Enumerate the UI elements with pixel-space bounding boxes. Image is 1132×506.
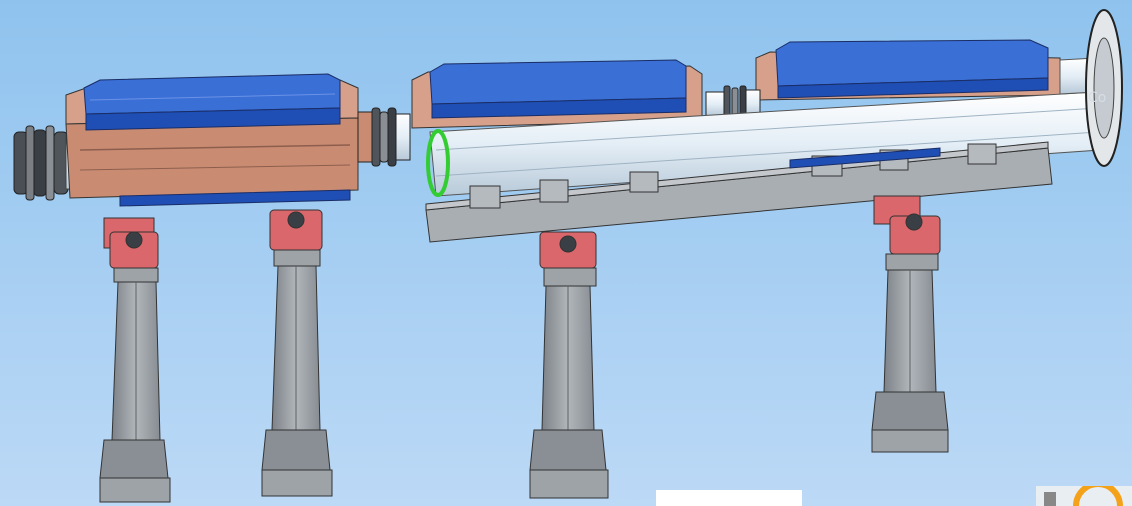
middle-coil-top bbox=[429, 59, 687, 105]
left-end-flange bbox=[13, 125, 69, 201]
left-coil-front bbox=[85, 107, 341, 131]
left-magnet-module bbox=[13, 73, 411, 207]
green-flange-ring bbox=[426, 129, 450, 197]
left-yoke-front bbox=[65, 117, 359, 199]
right-magnet-module bbox=[411, 9, 1123, 243]
middle-bellows bbox=[357, 107, 411, 167]
left-stand-2 bbox=[261, 209, 333, 497]
left-coil-bottom bbox=[119, 189, 351, 207]
right-stand-2 bbox=[871, 195, 949, 453]
logo-icon bbox=[1044, 481, 1123, 506]
corner-annotation: Co bbox=[1088, 90, 1107, 106]
right-stand-1 bbox=[529, 231, 609, 499]
logo-fragment bbox=[1036, 481, 1132, 506]
bottom-white-patch bbox=[656, 490, 802, 506]
left-stand-1 bbox=[99, 217, 171, 503]
left-coil-top bbox=[83, 73, 341, 115]
